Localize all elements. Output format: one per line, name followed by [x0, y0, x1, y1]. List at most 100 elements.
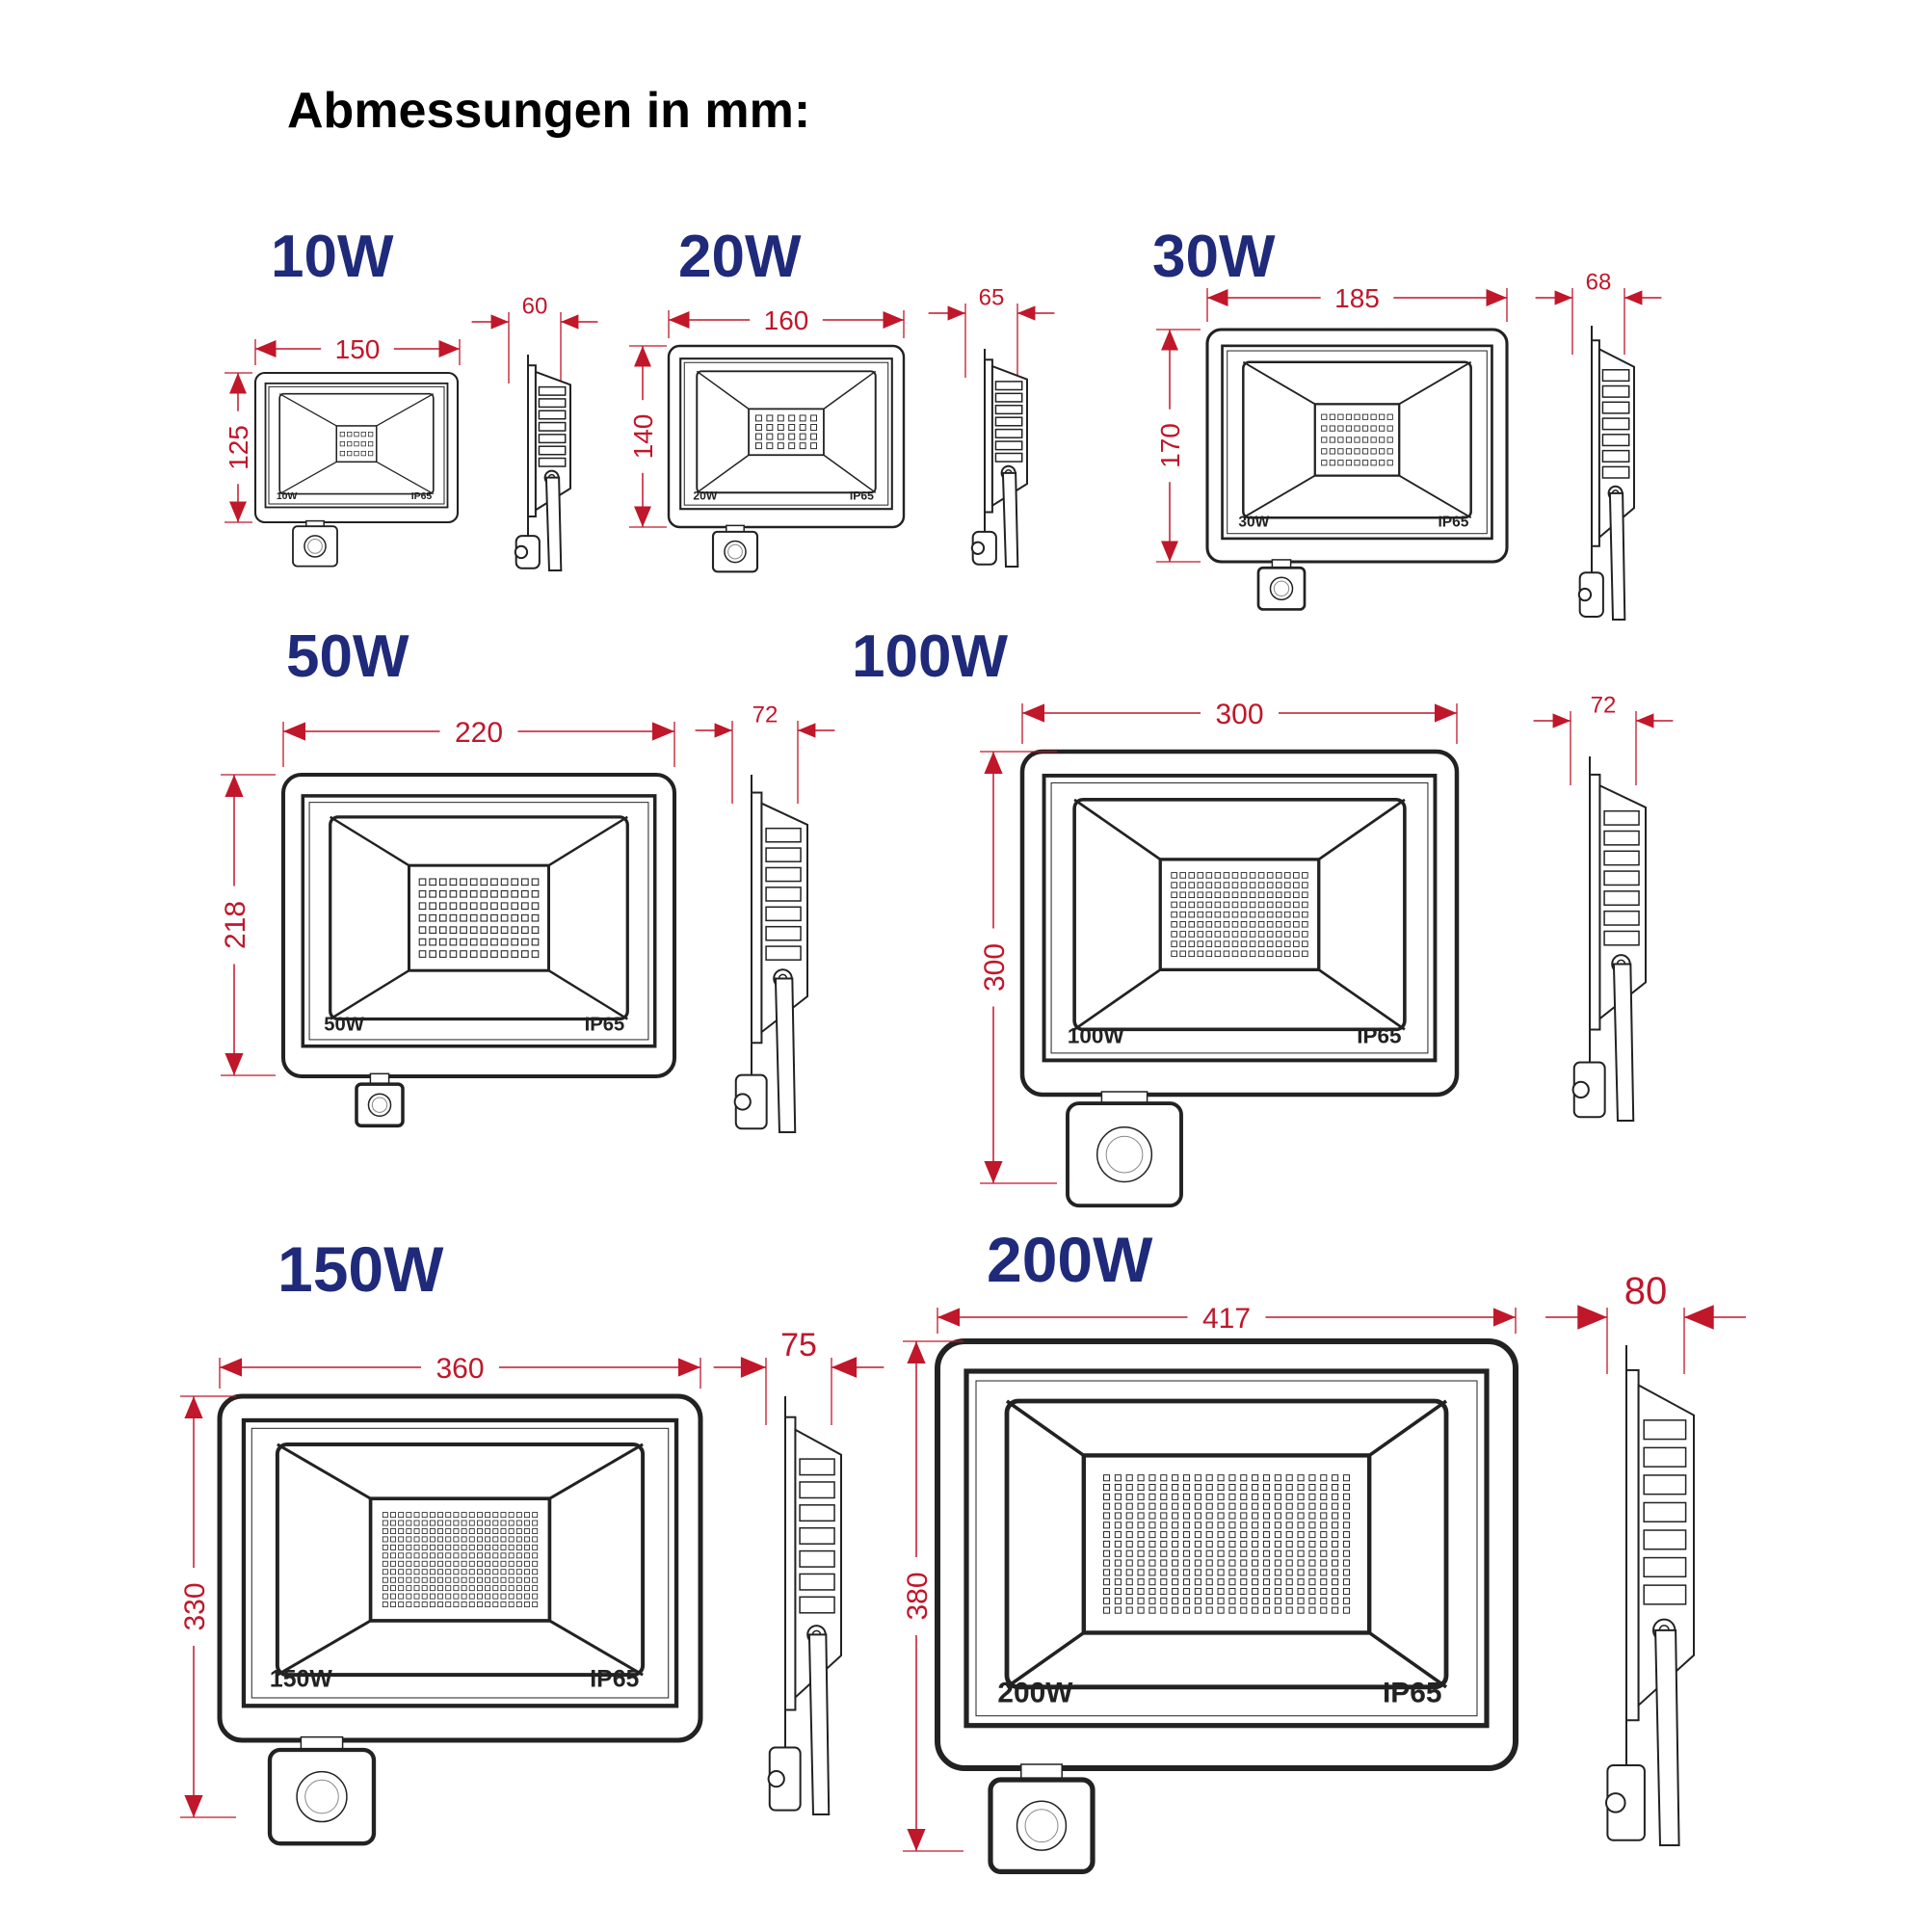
- led-chip: [413, 1520, 420, 1526]
- led-chip: [1114, 1606, 1122, 1614]
- led-chip: [398, 1512, 405, 1519]
- led-chip: [429, 938, 436, 946]
- led-chip: [1205, 1578, 1213, 1586]
- led-chip: [429, 1585, 436, 1592]
- led-chip: [1297, 1587, 1305, 1596]
- led-chip: [1308, 1474, 1316, 1482]
- led-chip: [453, 1569, 460, 1575]
- led-chip: [524, 1520, 530, 1526]
- led-chip: [1308, 1606, 1316, 1614]
- led-chip: [1240, 891, 1248, 899]
- led-chip: [1102, 1587, 1111, 1596]
- led-chip: [1342, 1474, 1351, 1482]
- led-chip: [1171, 891, 1177, 899]
- depth-dimension-arrow-left: [947, 305, 965, 321]
- led-chip: [1321, 460, 1328, 466]
- led-panel: [748, 408, 825, 457]
- led-chip: [799, 433, 806, 440]
- led-chip: [1342, 1522, 1351, 1529]
- led-chip: [777, 414, 784, 422]
- led-chip: [1194, 1484, 1201, 1492]
- led-chip: [1194, 1569, 1201, 1576]
- led-chip: [500, 1593, 507, 1600]
- reflector-edge-2: [1073, 968, 1162, 1031]
- led-chip: [1308, 1559, 1316, 1567]
- led-chip: [1262, 1474, 1271, 1482]
- led-chip: [1182, 1474, 1191, 1482]
- led-chip: [413, 1560, 420, 1567]
- led-chip: [437, 1601, 443, 1607]
- led-chip: [524, 1528, 530, 1534]
- led-chip: [1197, 872, 1204, 879]
- led-chip: [1214, 891, 1222, 899]
- led-chip: [406, 1593, 412, 1600]
- led-chip: [1228, 1512, 1236, 1520]
- cooling-fin: [1601, 434, 1630, 447]
- led-chip: [480, 926, 488, 934]
- led-chip: [777, 442, 784, 450]
- led-chip: [421, 1552, 428, 1559]
- led-chip: [1172, 1597, 1179, 1604]
- led-chip: [1194, 1549, 1201, 1557]
- led-chip: [1240, 1540, 1248, 1548]
- led-chip: [1240, 1522, 1248, 1529]
- led-chip: [1125, 1587, 1133, 1596]
- led-chip: [1249, 901, 1256, 909]
- led-chip: [1160, 1493, 1168, 1500]
- led-chip: [1179, 872, 1186, 879]
- sensor-lens: [1016, 1800, 1068, 1851]
- led-chip: [1223, 891, 1230, 899]
- led-chip: [1114, 1578, 1122, 1586]
- led-chip: [1274, 1512, 1281, 1520]
- reflector-outline: [1004, 1398, 1449, 1690]
- led-chip: [347, 432, 353, 437]
- led-chip: [1148, 1587, 1156, 1596]
- led-chip: [469, 878, 478, 887]
- led-chip: [468, 1544, 475, 1550]
- inner-frame-line: [251, 1427, 670, 1699]
- reflector-edge-3: [376, 461, 435, 495]
- led-chip: [1320, 1522, 1328, 1529]
- reflector-edge-0: [1073, 798, 1162, 860]
- led-chip: [1329, 413, 1335, 420]
- led-chip: [508, 1601, 515, 1607]
- led-chip: [413, 1585, 420, 1592]
- reflector-edge-1: [376, 393, 435, 427]
- led-chip: [490, 889, 498, 898]
- led-chip: [1249, 891, 1256, 899]
- led-chip: [500, 1585, 507, 1592]
- led-chip: [382, 1536, 388, 1543]
- led-chip: [524, 1593, 530, 1600]
- led-chip: [515, 1585, 522, 1592]
- led-chip: [421, 1593, 428, 1600]
- led-chip: [508, 1560, 515, 1567]
- led-chip: [1205, 1597, 1213, 1604]
- led-chip: [1308, 1549, 1316, 1557]
- led-chip: [1386, 448, 1393, 455]
- led-chip: [1332, 1512, 1339, 1520]
- led-chip: [1240, 950, 1248, 958]
- led-chip: [531, 950, 540, 958]
- depth-dimension-arrow-left: [1577, 1305, 1607, 1330]
- width-dimension-arrow-left: [220, 1358, 243, 1377]
- led-chip: [1252, 1512, 1259, 1520]
- height-dimension-arrow-top: [634, 346, 651, 367]
- led-chip: [1293, 901, 1300, 909]
- led-chip: [1125, 1597, 1133, 1604]
- cooling-fin: [799, 1458, 835, 1476]
- led-chip: [1205, 921, 1213, 928]
- led-chip: [480, 902, 488, 911]
- width-dimension-value: 150: [335, 334, 381, 364]
- led-chip: [1285, 1502, 1293, 1510]
- led-chip: [1137, 1531, 1145, 1539]
- led-chip: [1321, 413, 1328, 420]
- led-chip: [1179, 882, 1186, 888]
- led-chip: [1182, 1549, 1191, 1557]
- led-chip: [1332, 1606, 1339, 1614]
- led-chip: [429, 1528, 436, 1534]
- reflector-edge-0: [1005, 1399, 1085, 1457]
- led-chip: [1125, 1484, 1133, 1492]
